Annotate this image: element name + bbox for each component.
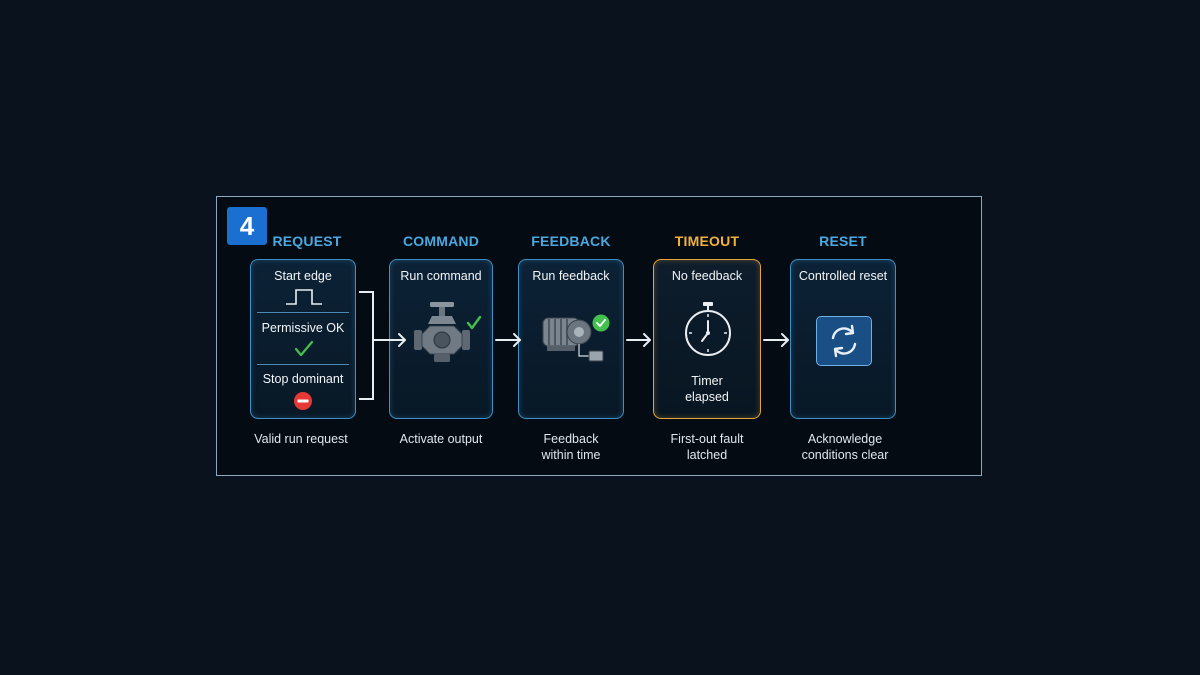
- permissive-ok-label: Permissive OK: [261, 321, 345, 335]
- command-check-icon: [466, 315, 482, 330]
- valve-actuator-icon: [414, 302, 470, 362]
- start-edge-label: Start edge: [274, 269, 332, 283]
- request-bracket: [359, 291, 374, 400]
- controlled-reset-label: Controlled reset: [798, 269, 888, 283]
- caption-reset: Acknowledge conditions clear: [783, 431, 907, 463]
- timer-label: Timer: [691, 374, 723, 388]
- arrow-feedback-to-timeout: [626, 333, 651, 347]
- pulse-edge-icon: [286, 289, 322, 305]
- run-command-label: Run command: [400, 269, 482, 283]
- sequence-panel: 4 REQUEST COMMAND FEEDBACK TIMEOUT RESET…: [216, 196, 982, 476]
- arrow-command-to-feedback: [495, 333, 521, 347]
- caption-command: Activate output: [399, 432, 483, 446]
- stage-title-command: COMMAND: [402, 233, 480, 249]
- caption-feedback-line-1: Feedback: [543, 432, 599, 446]
- stop-icon: [294, 392, 312, 410]
- caption-timeout: First-out fault latched: [645, 431, 769, 463]
- elapsed-label: elapsed: [685, 390, 729, 404]
- caption-request: Valid run request: [254, 432, 348, 446]
- reset-box: Controlled reset: [790, 259, 896, 419]
- request-divider-2: [257, 364, 349, 365]
- caption-timeout-line-2: latched: [686, 448, 728, 462]
- request-box: Start edge Permissive OK Stop dominant: [250, 259, 356, 419]
- caption-timeout-line-1: First-out fault: [670, 432, 744, 446]
- run-feedback-label: Run feedback: [532, 269, 610, 283]
- reset-button[interactable]: [816, 316, 872, 366]
- request-divider-1: [257, 312, 349, 313]
- stage-title-request: REQUEST: [272, 233, 342, 249]
- motor-icon: [542, 317, 604, 362]
- caption-reset-line-1: Acknowledge: [807, 432, 883, 446]
- caption-feedback-line-2: within time: [541, 448, 601, 462]
- step-badge: 4: [227, 207, 267, 245]
- stop-dominant-label: Stop dominant: [262, 372, 344, 386]
- stage-title-reset: RESET: [819, 233, 867, 249]
- no-feedback-label: No feedback: [671, 269, 743, 283]
- stopwatch-icon: [685, 302, 731, 356]
- reset-cycle-icon: [831, 324, 857, 358]
- stage-title-feedback: FEEDBACK: [531, 233, 611, 249]
- feedback-check-icon: [592, 314, 610, 332]
- timeout-box: No feedback Timer elapsed: [653, 259, 761, 419]
- stage-title-timeout: TIMEOUT: [674, 233, 740, 249]
- caption-feedback: Feedback within time: [509, 431, 633, 463]
- caption-reset-line-2: conditions clear: [801, 448, 889, 462]
- connector-layer: [359, 291, 789, 400]
- command-box: Run command: [389, 259, 493, 419]
- feedback-box: Run feedback: [518, 259, 624, 419]
- arrow-request-to-command: [372, 333, 406, 347]
- checkmark-icon: [294, 340, 314, 357]
- arrow-timeout-to-reset: [763, 333, 789, 347]
